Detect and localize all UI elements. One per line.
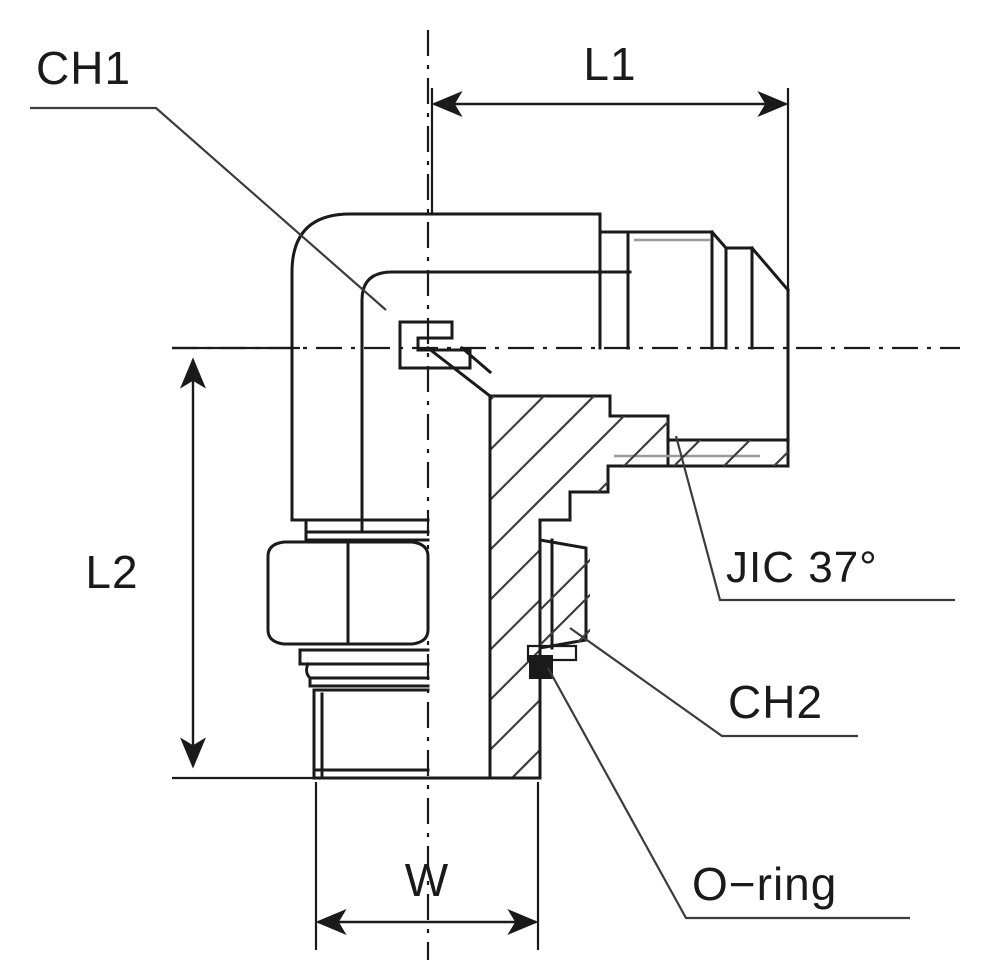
stem-male-thread (312, 688, 542, 780)
centerlines (172, 30, 960, 960)
callout-ch1: CH1 (30, 42, 387, 311)
ch2-hex-nut (538, 538, 588, 650)
dimension-label-l1: L1 (583, 38, 636, 90)
callout-ch2: CH2 (569, 627, 858, 738)
callout-label-jic: JIC 37° (726, 543, 878, 592)
o-ring-marker (526, 644, 578, 679)
callout-jic: JIC 37° (674, 435, 955, 602)
callout-label-ch2: CH2 (728, 676, 823, 728)
internal-port-detail (398, 320, 472, 370)
dimension-l2: L2 (85, 346, 314, 780)
callout-label-oring: O−ring (692, 858, 837, 910)
callout-label-ch1: CH1 (36, 42, 131, 94)
dimension-w: W (314, 782, 540, 950)
elbow-upper-arm-outline (290, 212, 602, 522)
dimension-label-w: W (405, 854, 449, 906)
callout-oring: O−ring (547, 667, 910, 920)
sectioned-body-outline (425, 345, 790, 522)
dimension-label-l2: L2 (85, 546, 138, 598)
stem-washer (298, 648, 430, 688)
stem-hex-nut (266, 540, 430, 646)
body-left-wall (488, 394, 542, 780)
dimension-l1: L1 (430, 38, 790, 290)
vertical-stem-outline (290, 518, 430, 542)
horizontal-arm-body (598, 212, 791, 350)
